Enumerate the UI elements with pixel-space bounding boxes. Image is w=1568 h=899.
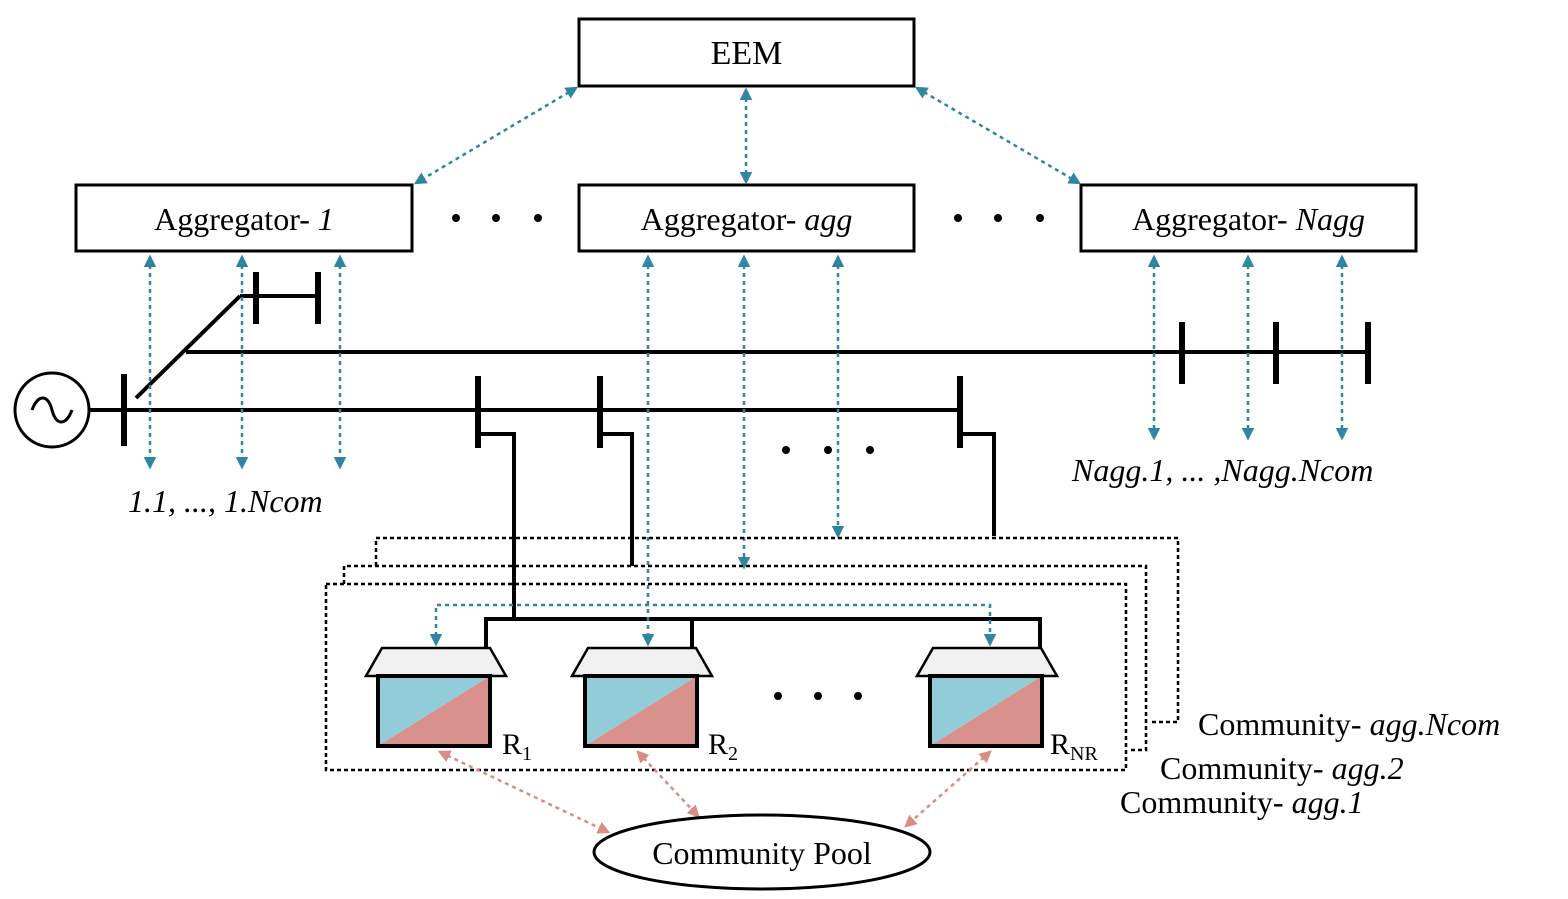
house-icon: [363, 646, 509, 748]
ellipsis-icon: [452, 214, 542, 222]
house-icon: [569, 646, 715, 748]
ac-source-icon: [13, 371, 124, 449]
residence-label-2: R2: [708, 728, 738, 765]
aggregator-nagg-community-links: [1147, 254, 1349, 441]
aggregator-nagg-index: Nagg: [1295, 201, 1365, 237]
aggregator-box-nagg: Aggregator- Nagg: [1079, 183, 1418, 253]
residence-label-1: R1: [502, 728, 532, 765]
aggregator-box-agg: Aggregator- agg: [577, 183, 916, 253]
house-icon: [914, 646, 1060, 748]
community-label-2: Community- agg.2: [1160, 750, 1404, 786]
community-pool: Community Pool: [592, 813, 932, 891]
svg-text:Aggregator- agg: Aggregator- agg: [641, 201, 853, 237]
eem-aggregator-links: [413, 86, 1082, 185]
svg-text:Aggregator- Nagg: Aggregator- Nagg: [1132, 201, 1365, 237]
community-label-ncom: Community- agg.Ncom: [1198, 706, 1500, 742]
distribution-network: [121, 272, 1371, 648]
ellipsis-icon: [954, 214, 1044, 222]
aggregator-1-prefix: Aggregator-: [154, 201, 318, 237]
ellipsis-icon: [774, 692, 862, 700]
community-label-1: Community- agg.1: [1120, 784, 1364, 820]
eem-label: EEM: [711, 35, 783, 72]
community-pool-label: Community Pool: [652, 835, 872, 871]
community-frames: [324, 536, 1180, 772]
eem-box: EEM: [577, 17, 916, 88]
ellipsis-icon: [782, 446, 874, 454]
svg-text:Aggregator- 1: Aggregator- 1: [154, 201, 334, 237]
aggregator-1-index: 1: [318, 201, 334, 237]
residence-label-nr: RNR: [1050, 728, 1098, 765]
pool-trading-links: [437, 750, 992, 834]
aggregator-nagg-prefix: Aggregator-: [1132, 201, 1296, 237]
feeder-label-right: Nagg.1, ... ,Nagg.Ncom: [1071, 452, 1373, 488]
aggregator-box-1: Aggregator- 1: [74, 183, 414, 253]
aggregator-agg-index: agg: [804, 201, 852, 237]
aggregator-agg-prefix: Aggregator-: [641, 201, 805, 237]
aggregator-agg-community-links: [429, 254, 997, 647]
feeder-label-left: 1.1, ..., 1.Ncom: [128, 483, 323, 519]
aggregator-1-community-links: [143, 254, 347, 470]
